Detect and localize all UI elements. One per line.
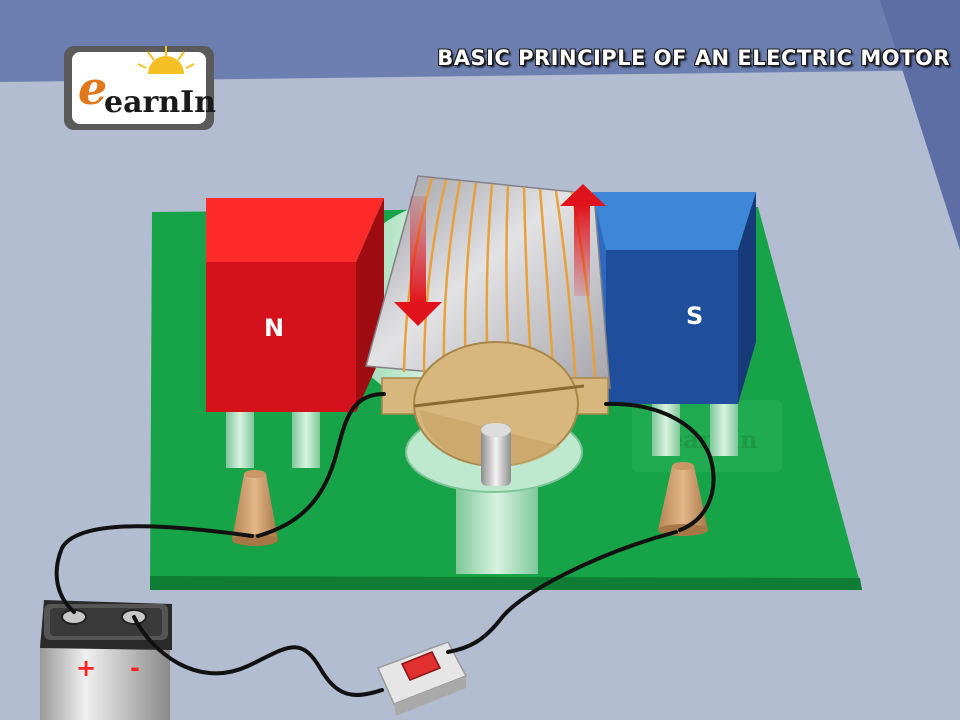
logo-text: earnIn: [104, 85, 216, 120]
wire-coil-left: [256, 392, 386, 538]
wire-right-switch: [446, 530, 678, 654]
north-magnet: N: [206, 198, 384, 468]
motor-shaft: [481, 424, 511, 486]
back-wall: [0, 0, 960, 82]
elearnin-logo: e earnIn: [64, 46, 216, 130]
north-pole-label: N: [264, 314, 284, 342]
wire-coil-right: [604, 401, 716, 532]
force-arrow-down: [394, 196, 442, 326]
left-terminal: [232, 470, 278, 546]
switch: [376, 641, 468, 716]
wire-battery-switch: [132, 615, 384, 697]
board-edge: [150, 576, 862, 590]
page-title: BASIC PRINCIPLE OF AN ELECTRIC MOTOR: [437, 46, 950, 70]
circuit-wires: [54, 392, 716, 697]
positive-sign: +: [76, 654, 96, 682]
force-arrow-up: [560, 184, 606, 296]
side-wall: [880, 0, 960, 250]
south-pole-label: S: [686, 302, 703, 330]
logo-initial: e: [78, 61, 107, 115]
south-magnet: S: [592, 192, 756, 456]
battery: + -: [40, 600, 172, 720]
switch-button: [400, 651, 442, 681]
wire-left-battery: [54, 524, 254, 614]
armature-coil: [365, 175, 611, 389]
commutator: [381, 341, 609, 486]
negative-sign: -: [130, 654, 140, 682]
